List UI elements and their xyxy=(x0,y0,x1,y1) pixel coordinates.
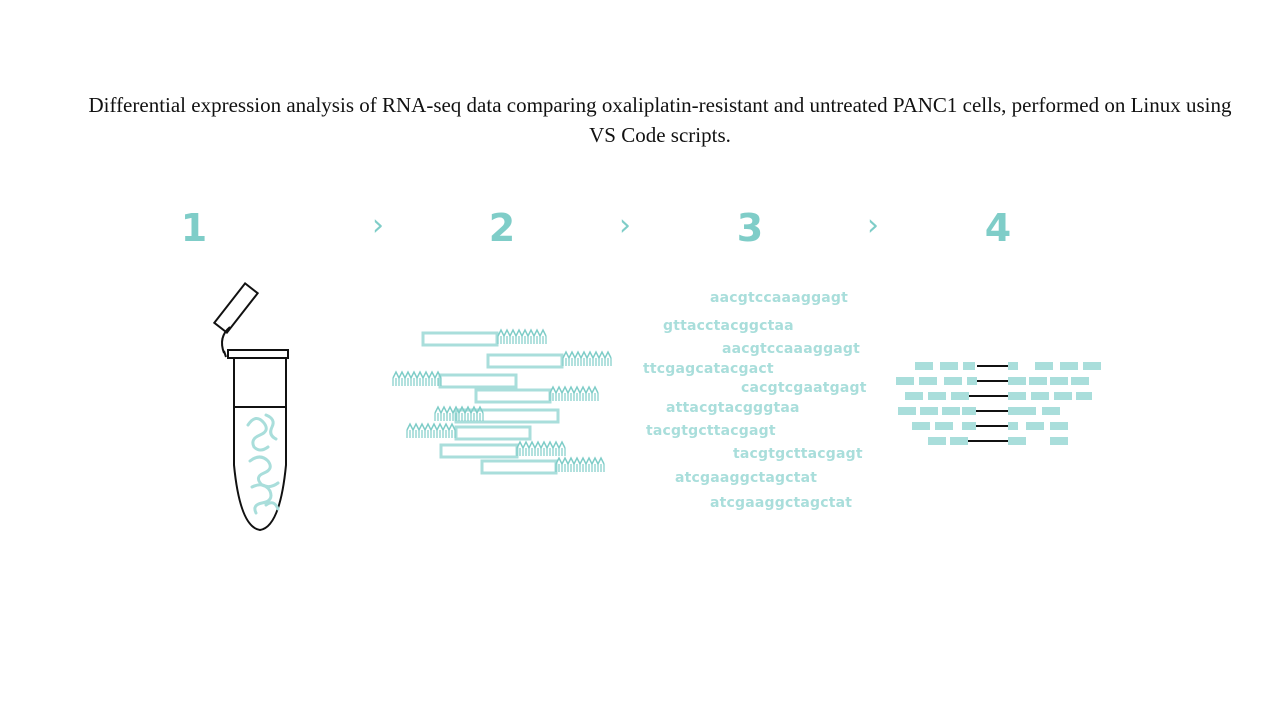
step-number-1: 1 xyxy=(180,206,208,250)
fragments-adapters-icon xyxy=(392,329,612,475)
step-number-4: 4 xyxy=(984,206,1012,250)
sequence-read: ttcgagcatacgact xyxy=(643,361,774,377)
sequence-read: attacgtacgggtaa xyxy=(666,400,800,416)
step-arrow-2: › xyxy=(619,208,631,243)
step-arrow-1: › xyxy=(372,208,384,243)
step-number-3: 3 xyxy=(736,206,764,250)
sequence-read: gttacctacggctaa xyxy=(663,318,794,334)
sequence-read: tacgtgcttacgagt xyxy=(733,446,863,462)
sequence-read: cacgtcgaatgagt xyxy=(741,380,867,396)
sequence-read: aacgtccaaaggagt xyxy=(710,290,849,306)
aligned-reads-icon xyxy=(896,362,1101,445)
sequence-read: atcgaaggctagctat xyxy=(675,470,818,486)
sequence-read: tacgtgcttacgagt xyxy=(646,423,776,439)
step-arrow-3: › xyxy=(867,208,879,243)
figure-caption: Differential expression analysis of RNA-… xyxy=(88,93,1232,147)
step-number-2: 2 xyxy=(488,206,516,250)
sequence-read: aacgtccaaaggagt xyxy=(722,341,861,357)
sequence-read: atcgaaggctagctat xyxy=(710,495,853,511)
rna-tube-icon xyxy=(212,281,289,532)
